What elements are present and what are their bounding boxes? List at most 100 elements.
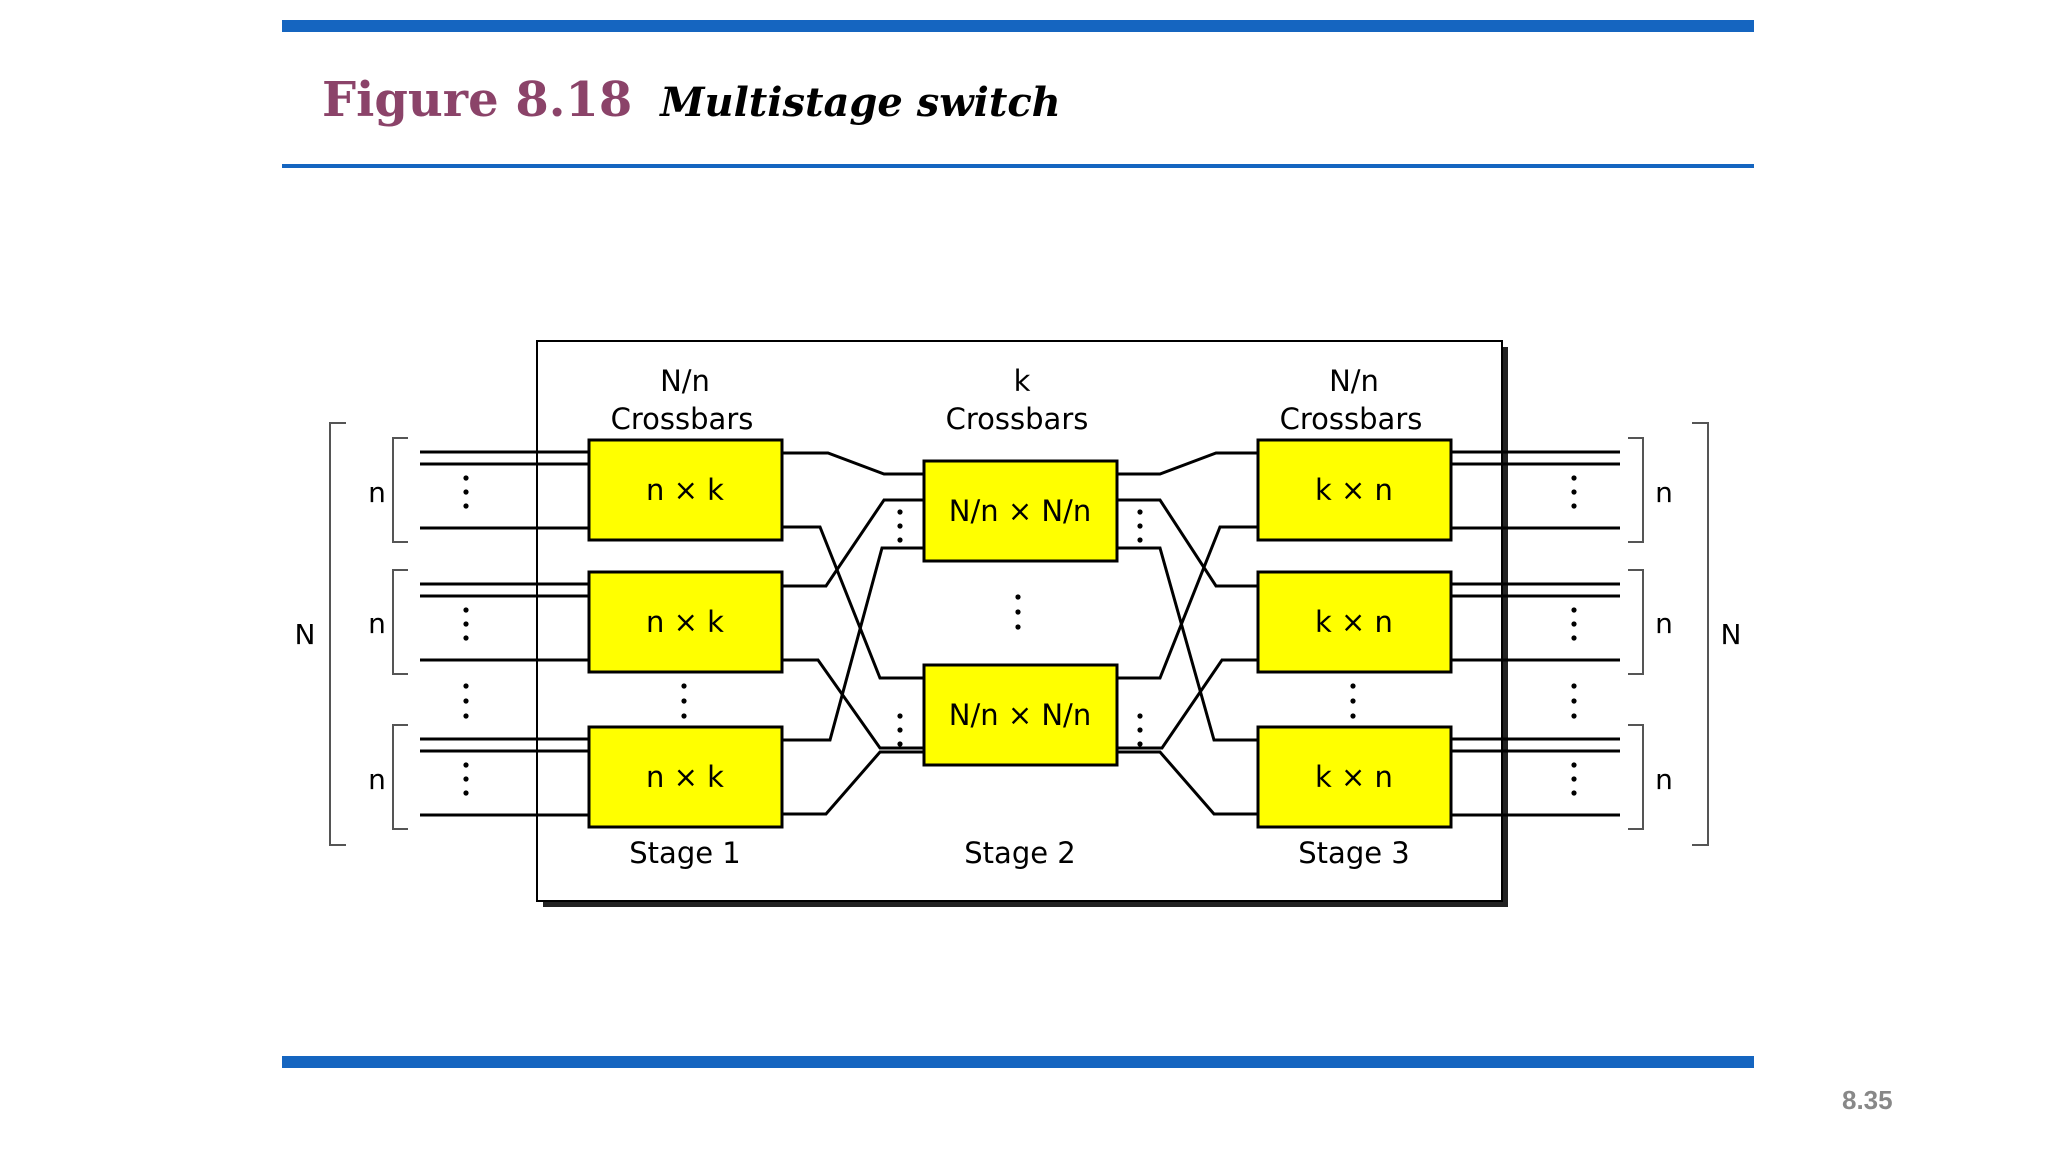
output-ellipsis-1-dot: [1571, 503, 1577, 509]
stage1-ellipsis-dot: [681, 713, 687, 719]
input-group-bracket-3: [392, 724, 408, 830]
stage2-box1-in-ellipsis-dot: [897, 523, 903, 529]
stage2-box-1: [922, 459, 1119, 563]
total-outputs-label: N: [1721, 618, 1742, 651]
stage2-box1-in-ellipsis-dot: [897, 537, 903, 543]
stage3-label: Stage 3: [1298, 836, 1409, 870]
input-groups-ellipsis-dot: [463, 683, 469, 689]
stage3-box-3-label: k × n: [1315, 760, 1393, 794]
total-outputs-bracket: [1692, 422, 1709, 846]
wire-10: [1117, 658, 1258, 750]
stage3-ellipsis-dot: [1350, 713, 1356, 719]
title-underline: [282, 164, 1754, 168]
stage3-box-1: [1256, 438, 1453, 542]
stage2-box1-in-ellipsis-dot: [897, 509, 903, 515]
output-ellipsis-2-dot: [1571, 635, 1577, 641]
stage2-box1-out-ellipsis-dot: [1137, 537, 1143, 543]
stage1-label: Stage 1: [629, 836, 740, 870]
output-group-bracket-2: [1628, 569, 1644, 675]
output-groups-ellipsis-dot: [1571, 683, 1577, 689]
stage1-header-line1: N/n: [660, 364, 710, 398]
wire-5: [782, 750, 924, 816]
output-groups-ellipsis-dot: [1571, 713, 1577, 719]
input-ellipsis-3-dot: [463, 790, 469, 796]
wire-4: [782, 546, 924, 742]
output-ellipsis-3-dot: [1571, 762, 1577, 768]
wire-8: [1117, 546, 1258, 742]
output-ellipsis-3-dot: [1571, 776, 1577, 782]
output-ellipsis-3-dot: [1571, 790, 1577, 796]
stage2-ellipsis-dot: [1015, 624, 1021, 630]
output-ellipsis-1-dot: [1571, 475, 1577, 481]
stage1-box-3-label: n × k: [646, 760, 724, 794]
stage2-box2-in-ellipsis-dot: [897, 741, 903, 747]
input-ellipsis-2-dot: [463, 621, 469, 627]
stage2-box2-in-ellipsis-dot: [897, 727, 903, 733]
input-ellipsis-1-dot: [463, 489, 469, 495]
input-ellipsis-2-dot: [463, 635, 469, 641]
input-group-bracket-2: [392, 569, 408, 675]
stage2-box-2-label: N/n × N/n: [949, 698, 1091, 732]
stage3-ellipsis-dot: [1350, 683, 1356, 689]
input-ellipsis-1-dot: [463, 503, 469, 509]
stage1-box-2: [587, 570, 784, 674]
stage3-box-3: [1256, 725, 1453, 829]
input-groups-ellipsis-dot: [463, 713, 469, 719]
wire-6: [1117, 451, 1258, 476]
stage1-ellipsis-dot: [681, 683, 687, 689]
input-group-label-2: n: [368, 607, 386, 640]
output-ellipsis-2-dot: [1571, 607, 1577, 613]
input-ellipsis-3-dot: [463, 776, 469, 782]
stage2-ellipsis-dot: [1015, 609, 1021, 615]
wire-3: [782, 658, 924, 750]
stage2-box2-out-ellipsis-dot: [1137, 713, 1143, 719]
stage3-ellipsis-dot: [1350, 698, 1356, 704]
figure-title: Multistage switch: [660, 79, 1061, 126]
wire-7: [1117, 498, 1258, 588]
stage2-box-1-label: N/n × N/n: [949, 494, 1091, 528]
wire-2: [782, 498, 924, 588]
input-group-label-1: n: [368, 476, 386, 509]
stage1-box-1-label: n × k: [646, 473, 724, 507]
stage2-box2-out-ellipsis-dot: [1137, 727, 1143, 733]
ellipsis-dots: [463, 475, 1577, 796]
stage1-box-1: [587, 438, 784, 542]
brackets: [329, 422, 1709, 846]
figure-number: Figure 8.18: [322, 72, 633, 128]
output-group-label-1: n: [1655, 476, 1673, 509]
stage3-box-2: [1256, 570, 1453, 674]
stage3-header-line1: N/n: [1329, 364, 1379, 398]
total-inputs-bracket: [329, 422, 346, 846]
total-inputs-label: N: [295, 618, 316, 651]
wire-9: [1117, 525, 1258, 680]
bottom-accent-bar: [282, 1056, 1754, 1068]
input-ellipsis-1-dot: [463, 475, 469, 481]
stage3-box-1-label: k × n: [1315, 473, 1393, 507]
stage2-box1-out-ellipsis-dot: [1137, 523, 1143, 529]
stage2-box2-in-ellipsis-dot: [897, 713, 903, 719]
stage2-header-line2: Crossbars: [946, 402, 1089, 436]
stage3-header-line2: Crossbars: [1280, 402, 1423, 436]
output-group-bracket-3: [1628, 724, 1644, 830]
output-groups-ellipsis-dot: [1571, 698, 1577, 704]
output-group-label-2: n: [1655, 607, 1673, 640]
input-group-label-3: n: [368, 763, 386, 796]
stage1-box-3: [587, 725, 784, 829]
stage2-box1-out-ellipsis-dot: [1137, 509, 1143, 515]
output-group-bracket-1: [1628, 437, 1644, 543]
output-group-label-3: n: [1655, 763, 1673, 796]
stage2-box2-out-ellipsis-dot: [1137, 741, 1143, 747]
input-ellipsis-3-dot: [463, 762, 469, 768]
wires: [420, 450, 1620, 817]
stage2-label: Stage 2: [964, 836, 1075, 870]
stage1-header-line2: Crossbars: [611, 402, 754, 436]
top-accent-bar: [282, 20, 1754, 32]
stage1-ellipsis-dot: [681, 698, 687, 704]
wire-0: [782, 451, 924, 476]
stage1-box-2-label: n × k: [646, 605, 724, 639]
input-ellipsis-2-dot: [463, 607, 469, 613]
stage2-ellipsis-dot: [1015, 594, 1021, 600]
output-ellipsis-1-dot: [1571, 489, 1577, 495]
input-groups-ellipsis-dot: [463, 698, 469, 704]
